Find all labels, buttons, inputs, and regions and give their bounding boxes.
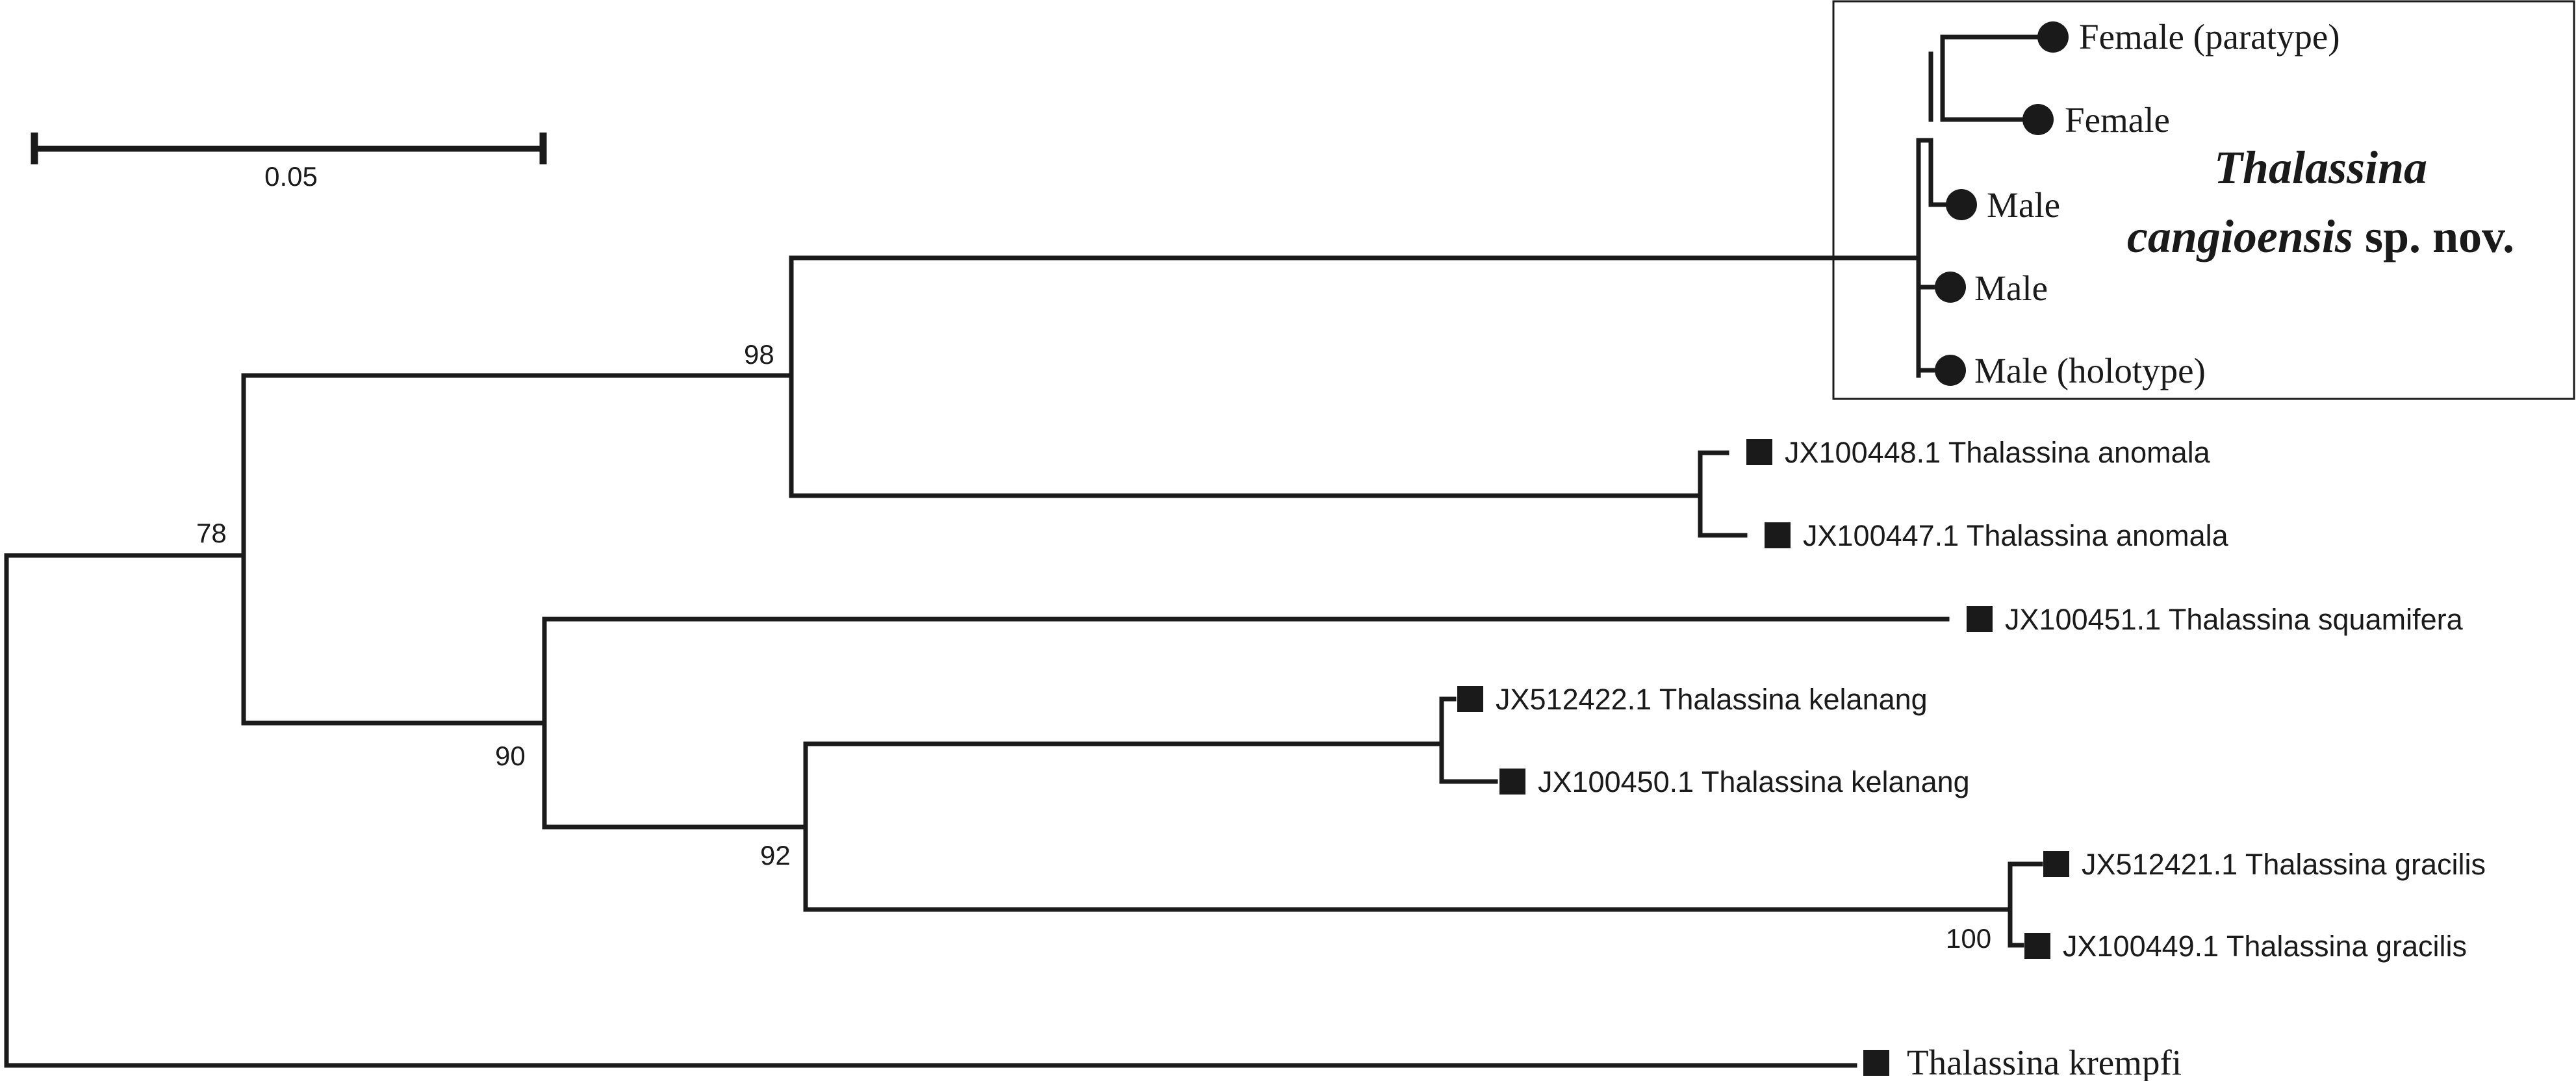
bootstrap-78: 78: [196, 518, 227, 548]
circle-marker-icon: [2037, 21, 2069, 53]
square-marker-icon: [2043, 851, 2069, 877]
leaf-male-2: Male: [1974, 268, 2048, 308]
new-species-box: [1832, 0, 2575, 400]
leaf-female: Female: [2065, 100, 2170, 140]
leaf-jx100450: JX100450.1 Thalassina kelanang: [1538, 765, 1970, 798]
leaf-krempfi: Thalassina krempfi: [1907, 1043, 2182, 1081]
species-name-epithet-italic: cangioensis: [2127, 210, 2353, 262]
leaf-jx100447: JX100447.1 Thalassina anomala: [1803, 519, 2229, 552]
bootstrap-values: 98 78 90 92 100: [196, 339, 1991, 954]
leaf-female-paratype: Female (paratype): [2079, 17, 2340, 57]
bootstrap-98: 98: [744, 339, 774, 370]
circle-marker-icon: [1946, 189, 1977, 220]
circle-marker-icon: [1935, 355, 1966, 386]
bootstrap-90: 90: [495, 741, 526, 771]
leaf-jx100448: JX100448.1 Thalassina anomala: [1785, 436, 2211, 469]
circle-marker-icon: [1935, 272, 1966, 303]
square-marker-icon: [1746, 439, 1772, 465]
tree-branches: [4, 34, 2043, 1068]
square-marker-icon: [2024, 933, 2050, 959]
square-marker-icon: [1499, 769, 1525, 795]
leaf-jx100449: JX100449.1 Thalassina gracilis: [2063, 930, 2467, 963]
square-marker-icon: [1863, 1050, 1889, 1076]
square-marker-icon: [1457, 686, 1483, 712]
genbank-leaves: JX100448.1 Thalassina anomala JX100447.1…: [1457, 436, 2486, 1081]
leaf-jx100451: JX100451.1 Thalassina squamifera: [2005, 603, 2464, 636]
scale-bar-label: 0.05: [264, 161, 318, 192]
species-name-rank: sp. nov.: [2353, 210, 2514, 262]
species-name-epithet: cangioensis sp. nov.: [2127, 210, 2514, 262]
leaf-jx512421: JX512421.1 Thalassina gracilis: [2082, 848, 2486, 881]
circle-marker-icon: [2022, 104, 2054, 135]
leaf-jx512422: JX512422.1 Thalassina kelanang: [1496, 683, 1928, 716]
new-species-leaves: Female (paratype) Female Male Male Male …: [1935, 17, 2340, 390]
species-name-genus: Thalassina: [2214, 142, 2427, 194]
new-species-name: Thalassina cangioensis sp. nov.: [2127, 142, 2514, 262]
bootstrap-92: 92: [760, 840, 791, 871]
bootstrap-100: 100: [1946, 923, 1991, 954]
square-marker-icon: [1765, 522, 1791, 548]
leaf-male-holotype: Male (holotype): [1974, 351, 2206, 390]
scale-bar: 0.05: [31, 133, 547, 192]
leaf-male-1: Male: [1987, 185, 2060, 225]
square-marker-icon: [1967, 606, 1993, 632]
